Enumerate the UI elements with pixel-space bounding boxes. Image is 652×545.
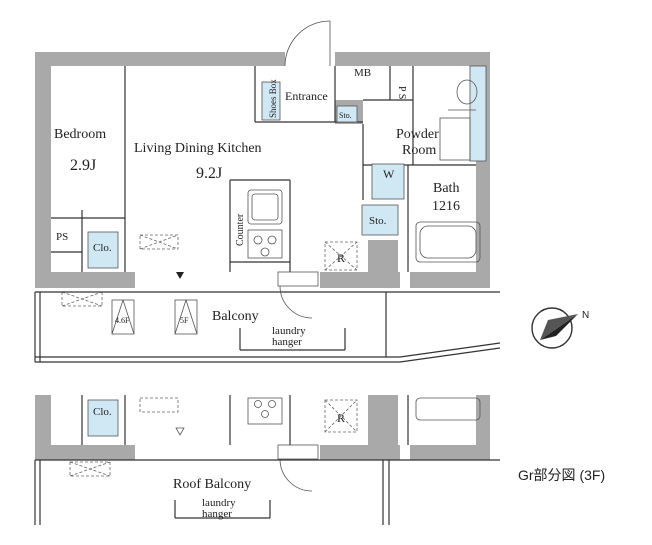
- laundry-label-1: laundry: [272, 325, 306, 337]
- roof-laundry-label-2: hanger: [202, 508, 232, 520]
- caption: Gr部分図 (3F): [518, 467, 605, 483]
- r-label: R: [337, 251, 345, 265]
- clo-label: Clo.: [93, 242, 112, 254]
- ps-left-label: PS: [56, 231, 68, 243]
- counter-label: Counter: [235, 213, 246, 246]
- fixtures: [87, 65, 487, 269]
- entrance-label: Entrance: [285, 89, 328, 103]
- entrance-door: [284, 20, 331, 67]
- w-label: W: [383, 167, 395, 181]
- sto-small-label: Sto.: [339, 111, 352, 120]
- balcony: [34, 271, 501, 363]
- bath-size: 1216: [432, 199, 460, 214]
- roof-plan: [34, 395, 500, 525]
- roof-clo-label: Clo.: [93, 406, 112, 418]
- hatch-46f-label: 4.6F: [115, 316, 130, 325]
- roof-laundry-label-1: laundry: [202, 497, 236, 509]
- hatch-5f-label: 5F: [180, 316, 189, 325]
- compass-north-label: N: [582, 310, 589, 321]
- ps-top-label: P S: [396, 86, 407, 99]
- bedroom-label: Bedroom: [54, 127, 106, 142]
- ldk-size: 9.2J: [196, 165, 222, 182]
- powder-label-1: Powder: [396, 127, 439, 142]
- ldk-label: Living Dining Kitchen: [134, 141, 262, 156]
- sto-label: Sto.: [369, 215, 387, 227]
- roof-r-label: R: [337, 411, 345, 425]
- compass-icon: [531, 307, 578, 349]
- bedroom-size: 2.9J: [70, 157, 96, 174]
- balcony-label: Balcony: [212, 309, 259, 324]
- shoes-box-label: Shoes Box: [268, 79, 278, 118]
- laundry-label-2: hanger: [272, 336, 302, 348]
- bath-label: Bath: [433, 181, 459, 196]
- dashed-items: [61, 234, 358, 307]
- powder-label-2: Room: [402, 143, 436, 158]
- mb-label: MB: [354, 67, 371, 79]
- roof-balcony-label: Roof Balcony: [173, 477, 251, 492]
